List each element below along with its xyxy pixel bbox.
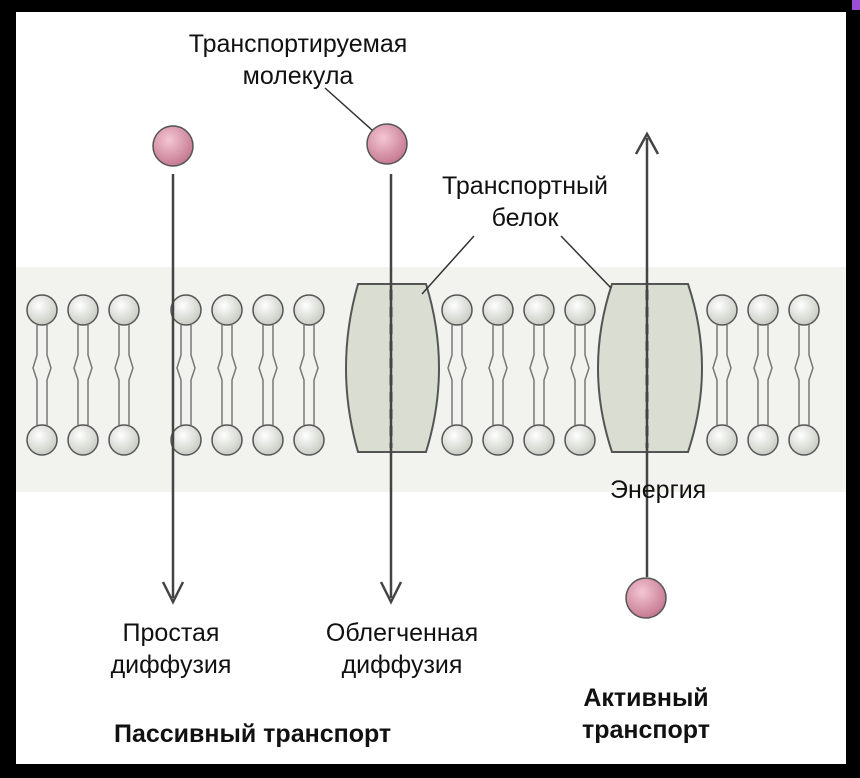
lipid-head [211,424,243,456]
lipid-tail [190,325,196,425]
simple-diffusion-arrowhead [161,581,185,605]
lipid-tail [313,325,319,425]
lipid-head [706,424,738,456]
label-line: Транспортируемая [188,30,408,58]
lipid-head [293,424,325,456]
lipid-head [67,294,99,326]
lipid-tail [808,325,814,425]
lipid-tail [258,325,264,425]
lipid-tail [231,325,237,425]
lipid-head [252,424,284,456]
lipid-head [523,424,555,456]
lipid-head [170,294,202,326]
energy-label: Энергия [610,476,707,504]
lipid-head [252,294,284,326]
lipid-head [108,294,140,326]
passive-transport-label: Пассивный транспорт [114,720,392,748]
lipid-head [67,424,99,456]
active-transport-arrowhead [634,131,660,155]
lipid-tail [543,325,549,425]
lipid-tail [767,325,773,425]
lipid-head [26,294,58,326]
corner-accent [852,0,860,10]
lipid-tail [488,325,494,425]
lipid-tail [46,325,52,425]
leader-lines [324,87,612,295]
lipid-tail [461,325,467,425]
protein-leader-line-left [421,235,475,295]
molecule-active-transport [625,577,667,619]
lipid-tail [87,325,93,425]
lipid-head [564,294,596,326]
molecule-facilitated-diffusion [366,123,408,165]
lipid-tail [529,325,535,425]
simple-diffusion-label: Простая диффузия [96,617,246,681]
lipid-bilayer [26,294,820,456]
transport-arrows [161,131,660,605]
transport-protein-pump [597,283,703,453]
lipid-head [747,294,779,326]
lipid-head [482,424,514,456]
lipid-head [788,424,820,456]
lipid-head [170,424,202,456]
membrane-transport-diagram [16,87,846,619]
label-line: диффузия [341,651,463,679]
label-line: Активный [583,684,709,712]
lipid-tail [726,325,732,425]
molecule-simple-diffusion [152,125,194,167]
active-transport-label: Активный транспорт [556,682,736,746]
facilitated-diffusion-label: Облегченная диффузия [302,617,502,681]
lipid-head [564,424,596,456]
lipid-head [26,424,58,456]
lipid-tail [114,325,120,425]
lipid-tail [584,325,590,425]
lipid-head [293,294,325,326]
label-line: Транспортный [442,172,608,200]
lipid-head [108,424,140,456]
lipid-head [441,424,473,456]
lipid-head [747,424,779,456]
transport-protein-label: Транспортный белок [412,170,638,234]
label-line: транспорт [582,716,710,744]
transported-molecule-label: Транспортируемая молекула [148,28,448,92]
facilitated-diffusion-arrowhead [379,581,403,605]
lipid-tail [32,325,38,425]
protein-leader-line-right [560,235,612,289]
label-line: молекула [242,62,354,90]
label-line: белок [491,204,559,232]
lipid-head [441,294,473,326]
label-line: Облегченная [325,619,479,647]
lipid-head [788,294,820,326]
lipid-tail [299,325,305,425]
lipid-tail [272,325,278,425]
molecules [152,123,667,619]
lipid-head [482,294,514,326]
lipid-head [211,294,243,326]
molecule-leader-line [324,87,373,131]
lipid-tail [447,325,453,425]
lipid-tail [217,325,223,425]
lipid-tail [128,325,134,425]
label-line: Простая [122,619,220,647]
lipid-tail [794,325,800,425]
lipid-tail [73,325,79,425]
lipid-tail [502,325,508,425]
label-line: диффузия [110,651,232,679]
lipid-head [706,294,738,326]
lipid-tail [570,325,576,425]
lipid-head [523,294,555,326]
lipid-tail [712,325,718,425]
lipid-tail [753,325,759,425]
diagram-canvas: Транспортируемая молекула Транспортный б… [16,12,846,764]
lipid-tail [176,325,182,425]
